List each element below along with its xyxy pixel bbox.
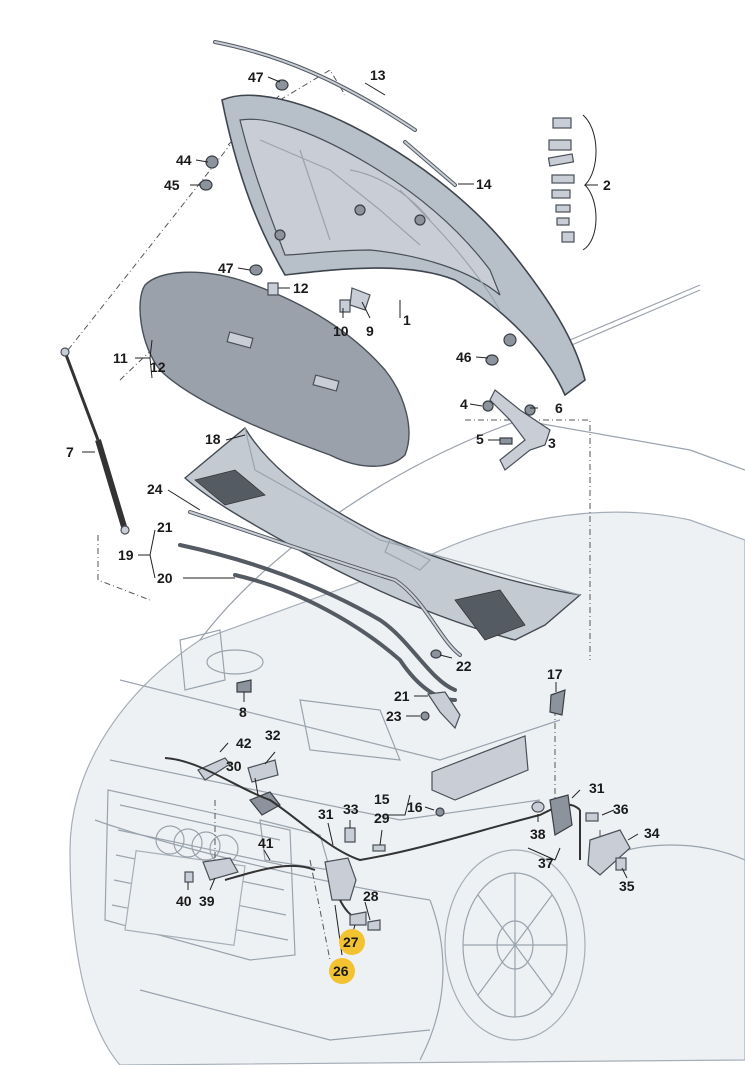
callout-26: 26 [333, 963, 349, 979]
callout-6: 6 [555, 400, 563, 416]
callout-2: 2 [603, 177, 611, 193]
callout-38: 38 [530, 826, 546, 842]
highlight-27 [339, 929, 365, 955]
car-body [69, 284, 745, 1065]
callout-22: 22 [456, 658, 472, 674]
callout-46: 46 [456, 349, 472, 365]
hood-seals [213, 40, 457, 187]
callout-19: 19 [118, 547, 134, 563]
callout-3: 3 [548, 435, 556, 451]
callout-5: 5 [476, 431, 484, 447]
callout-17: 17 [547, 666, 563, 682]
callout-12-clip: 12 [293, 280, 309, 296]
cowl-panel [183, 426, 582, 641]
callout-31-right: 31 [589, 780, 605, 796]
callout-8: 8 [239, 704, 247, 720]
hood-panel [221, 94, 586, 397]
callout-21-clip: 21 [394, 688, 410, 704]
callout-7: 7 [66, 444, 74, 460]
callout-40: 40 [176, 893, 192, 909]
callout-1: 1 [403, 312, 411, 328]
callout-47-top: 47 [248, 69, 264, 85]
callout-41: 41 [258, 835, 274, 851]
callout-24: 24 [147, 481, 163, 497]
callout-23: 23 [386, 708, 402, 724]
leader-lines [82, 76, 639, 956]
callout-13: 13 [370, 67, 386, 83]
small-parts [164, 79, 631, 931]
insulation-pad [139, 271, 410, 467]
callout-27: 27 [343, 934, 359, 950]
callout-12-pad: 12 [150, 359, 166, 375]
callout-34: 34 [644, 825, 660, 841]
callout-14: 14 [476, 176, 492, 192]
callout-30: 30 [226, 758, 242, 774]
callout-15: 15 [374, 791, 390, 807]
callout-37: 37 [538, 855, 554, 871]
callout-11: 11 [113, 350, 128, 366]
callout-4: 4 [460, 396, 468, 412]
callouts: 1 2 3 4 5 6 7 8 9 10 11 12 12 13 14 15 1… [66, 67, 660, 979]
callout-29: 29 [374, 810, 390, 826]
callout-28: 28 [363, 888, 379, 904]
callout-44: 44 [176, 152, 192, 168]
callout-10: 10 [333, 323, 349, 339]
callout-20: 20 [157, 570, 173, 586]
highlight-markers [329, 929, 365, 984]
highlight-26 [329, 958, 355, 984]
callout-45: 45 [164, 177, 180, 193]
callout-32: 32 [265, 727, 281, 743]
bolt-set [547, 117, 575, 243]
callout-31-left: 31 [318, 806, 334, 822]
callout-42: 42 [236, 735, 252, 751]
gas-strut [60, 347, 130, 535]
callout-16: 16 [407, 799, 423, 815]
callout-47-mid: 47 [218, 260, 234, 276]
callout-35: 35 [619, 878, 635, 894]
callout-21-seal: 21 [157, 519, 173, 535]
callout-33: 33 [343, 801, 359, 817]
callout-36: 36 [613, 801, 629, 817]
callout-9: 9 [366, 323, 374, 339]
callout-39: 39 [199, 893, 215, 909]
callout-18: 18 [205, 431, 221, 447]
